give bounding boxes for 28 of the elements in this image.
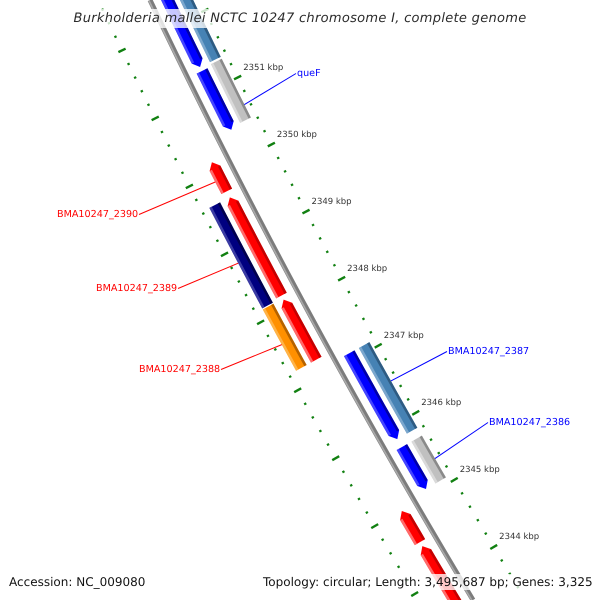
tick-label: 2350 kbp [276, 130, 317, 142]
tick-label: 2346 kbp [421, 398, 462, 410]
gene-bar [358, 342, 418, 434]
leader-line [178, 262, 239, 289]
leader-line [220, 344, 282, 370]
genome-summary-text: Topology: circular; Length: 3,495,687 bp; Genes: 3,325 [263, 574, 593, 590]
tick-label: 2348 kbp [347, 264, 388, 276]
leader-line [390, 351, 448, 382]
tick-label: 2349 kbp [312, 197, 352, 208]
gene-label: BMA10247_2389 [96, 282, 178, 294]
leader-line [434, 422, 488, 460]
gene-bar [411, 436, 446, 484]
gene-feature [228, 197, 287, 298]
gene-label: queF [297, 66, 321, 80]
accession-text: Accession: NC_009080 [9, 574, 146, 590]
gene-feature [400, 511, 426, 546]
leader-line [138, 182, 216, 215]
gene-label: BMA10247_2386 [489, 416, 570, 428]
leader-line [244, 73, 296, 106]
tick-label: 2345 kbp [460, 465, 500, 476]
gene-feature [210, 162, 232, 194]
tick-label: 2351 kbp [243, 63, 284, 74]
gene-label: BMA10247_2387 [448, 344, 530, 358]
tick-label: 2347 kbp [384, 331, 424, 342]
gene-label: BMA10247_2388 [139, 362, 220, 376]
gene-feature [282, 300, 322, 363]
gene-label: BMA10247_2390 [57, 208, 138, 220]
tick-label: 2344 kbp [499, 532, 540, 544]
